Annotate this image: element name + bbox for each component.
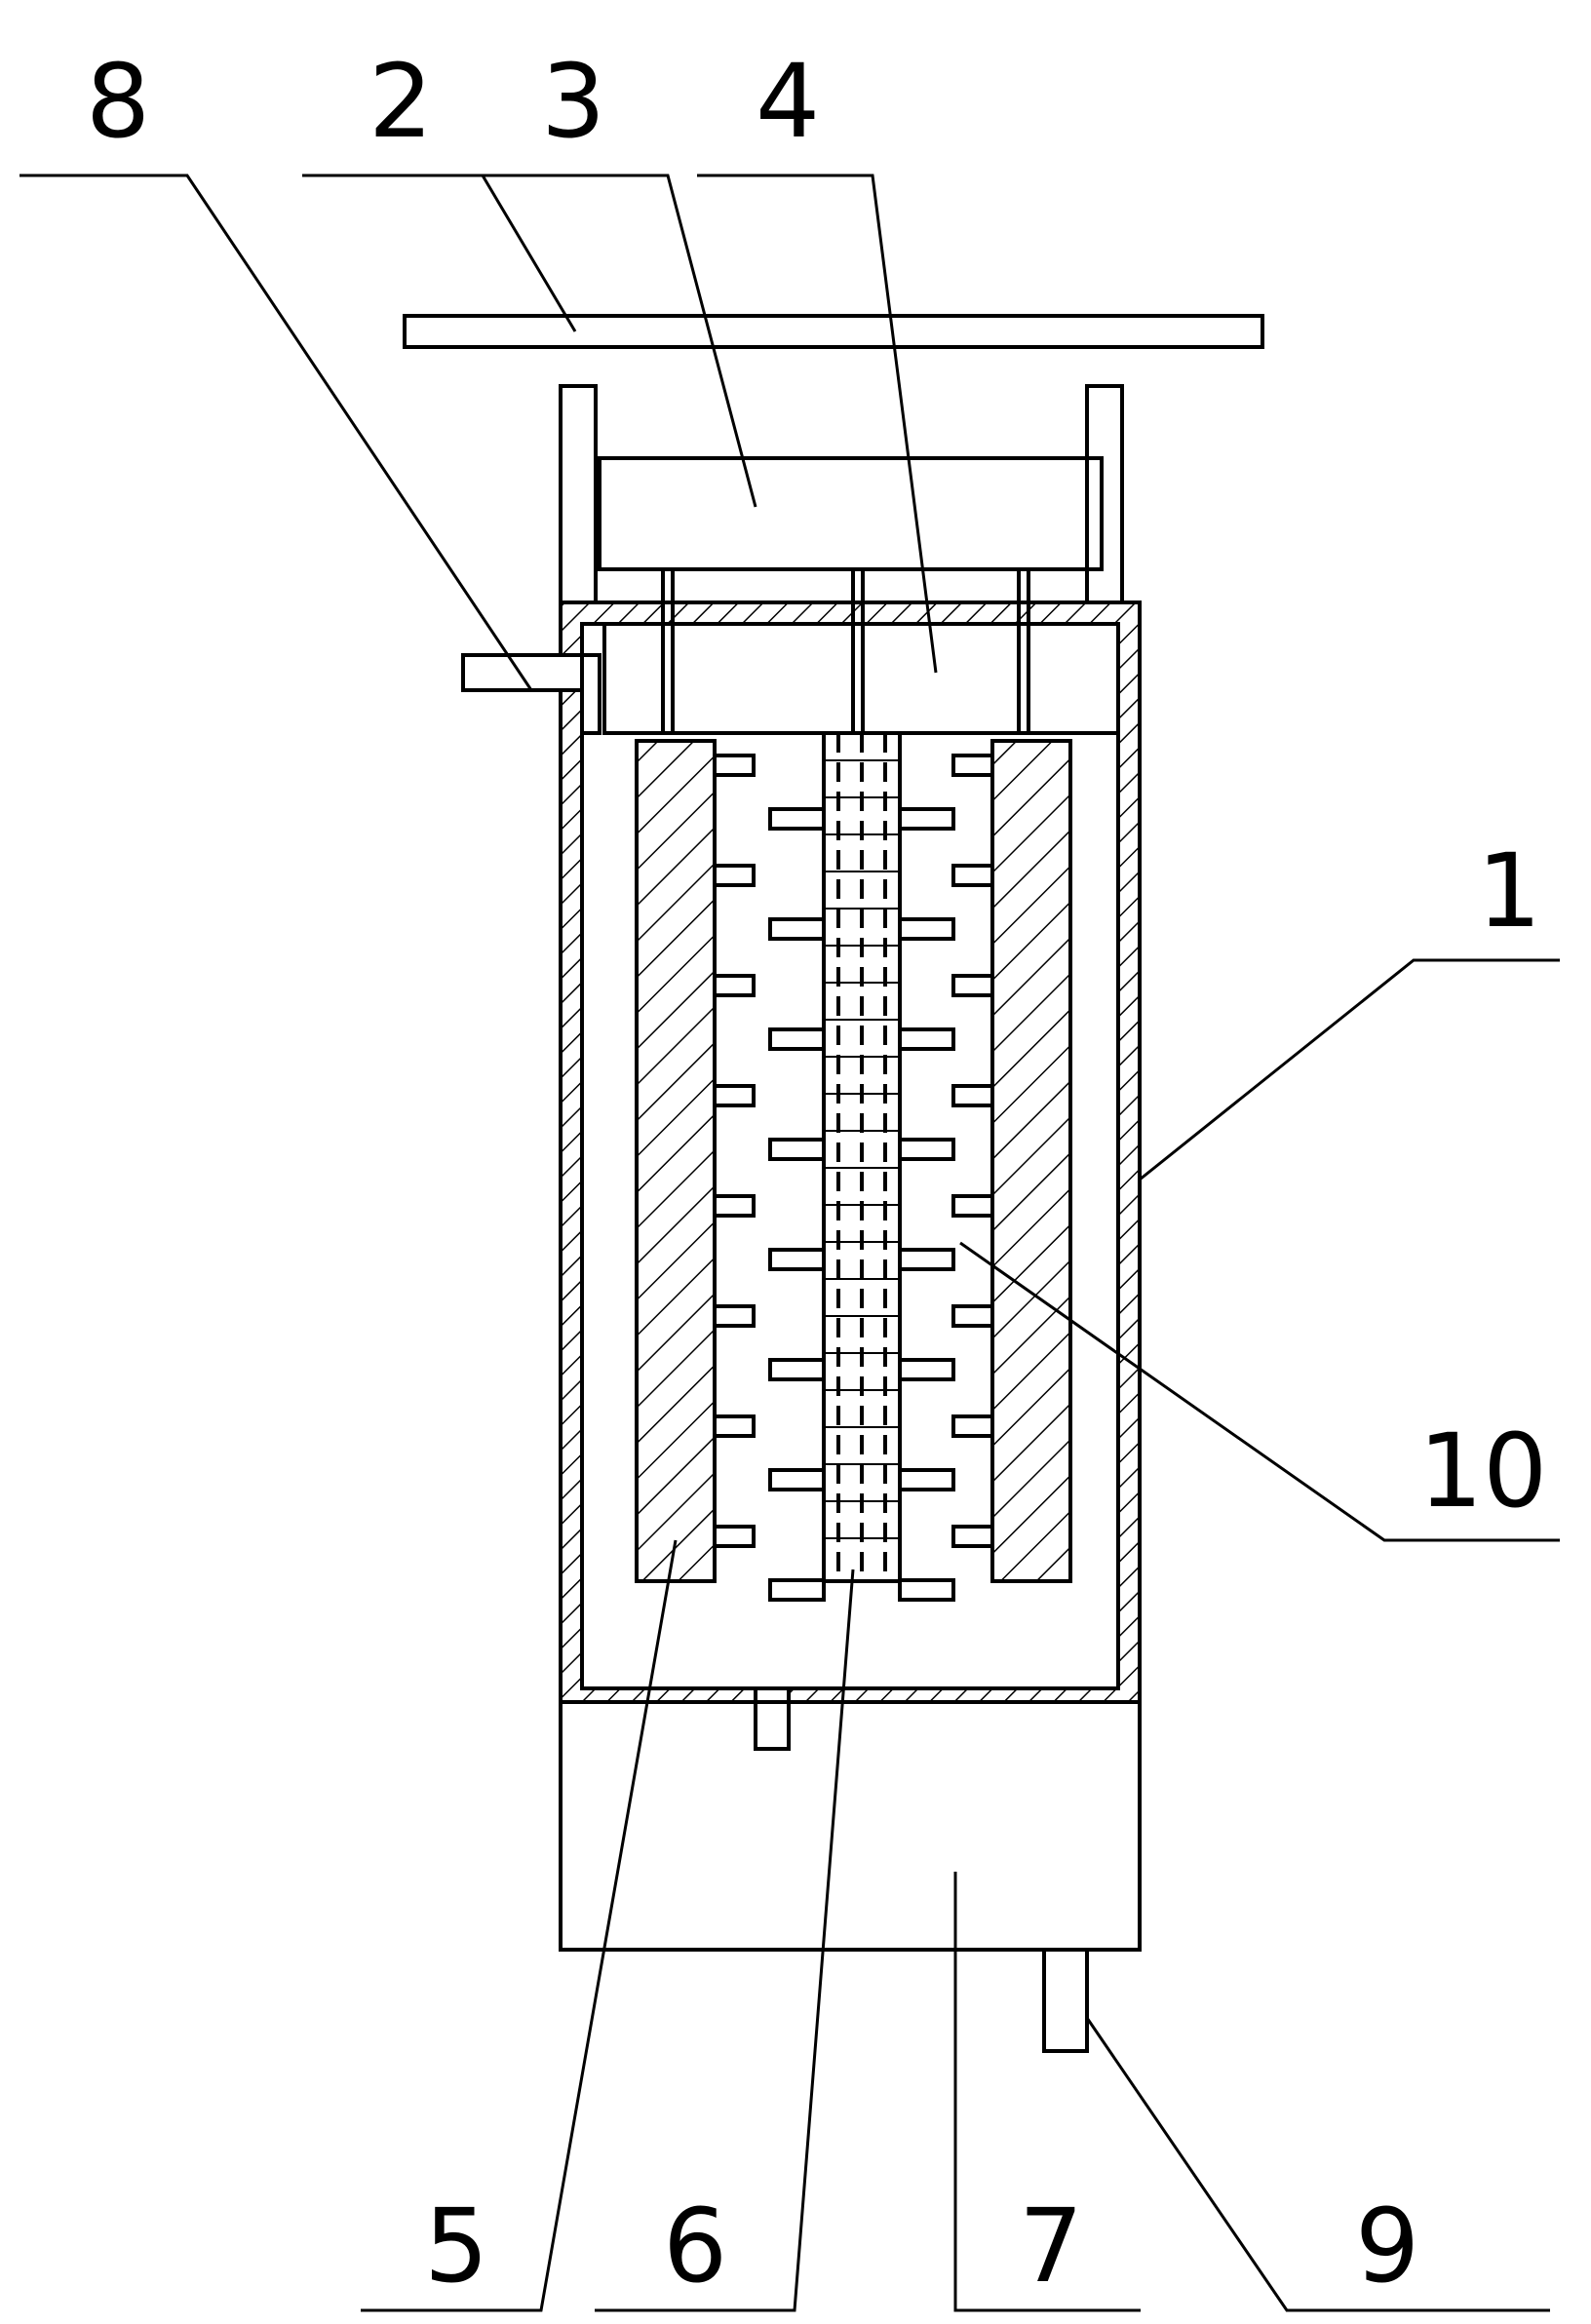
inlet-pipe xyxy=(461,653,601,735)
drain-spout xyxy=(754,1686,791,1751)
tooth xyxy=(951,1084,994,1107)
tooth xyxy=(898,1138,955,1161)
tooth xyxy=(951,974,994,997)
tooth xyxy=(898,1027,955,1051)
tooth xyxy=(713,1084,756,1107)
tooth xyxy=(768,1138,826,1161)
label-7: 7 xyxy=(1019,2187,1083,2305)
motor-hangers xyxy=(594,386,1089,458)
right-roller xyxy=(990,739,1072,1583)
tooth xyxy=(951,1525,994,1548)
shaft-rungs xyxy=(824,759,900,1539)
top-plate xyxy=(403,314,1264,349)
tooth xyxy=(713,754,756,777)
tooth xyxy=(713,864,756,887)
tooth xyxy=(898,1358,955,1381)
tooth xyxy=(768,917,826,941)
tooth xyxy=(898,1578,955,1602)
label-3: 3 xyxy=(541,42,605,161)
tooth xyxy=(898,1468,955,1491)
center-shaft xyxy=(822,731,902,1583)
tooth xyxy=(768,1027,826,1051)
tooth xyxy=(768,1248,826,1271)
tooth xyxy=(713,1194,756,1218)
label-1: 1 xyxy=(1477,832,1541,950)
label-8: 8 xyxy=(86,42,150,161)
label-5: 5 xyxy=(424,2187,488,2305)
tooth xyxy=(713,1414,756,1438)
tooth xyxy=(713,974,756,997)
mixing-teeth xyxy=(713,754,994,1602)
tooth xyxy=(768,1578,826,1602)
tooth xyxy=(768,1468,826,1491)
tooth xyxy=(951,1414,994,1438)
outlet-pipe xyxy=(1042,1948,1089,2053)
tooth xyxy=(951,864,994,887)
label-2: 2 xyxy=(369,42,433,161)
tooth xyxy=(898,1248,955,1271)
tooth xyxy=(768,807,826,831)
tooth xyxy=(713,1525,756,1548)
leader-lines xyxy=(19,174,1560,2312)
label-9: 9 xyxy=(1355,2187,1419,2305)
label-10: 10 xyxy=(1418,1412,1547,1530)
collection-tank xyxy=(559,1700,1142,1952)
tooth xyxy=(951,754,994,777)
tooth xyxy=(898,807,955,831)
motor-box xyxy=(598,456,1104,571)
label-4: 4 xyxy=(756,42,820,161)
label-6: 6 xyxy=(663,2187,727,2305)
tooth xyxy=(768,1358,826,1381)
reference-numerals: 8 2 3 4 1 10 5 6 7 9 xyxy=(86,42,1547,2305)
tooth xyxy=(951,1304,994,1328)
tooth xyxy=(713,1304,756,1328)
tooth xyxy=(898,917,955,941)
left-roller xyxy=(635,739,717,1583)
tooth xyxy=(951,1194,994,1218)
